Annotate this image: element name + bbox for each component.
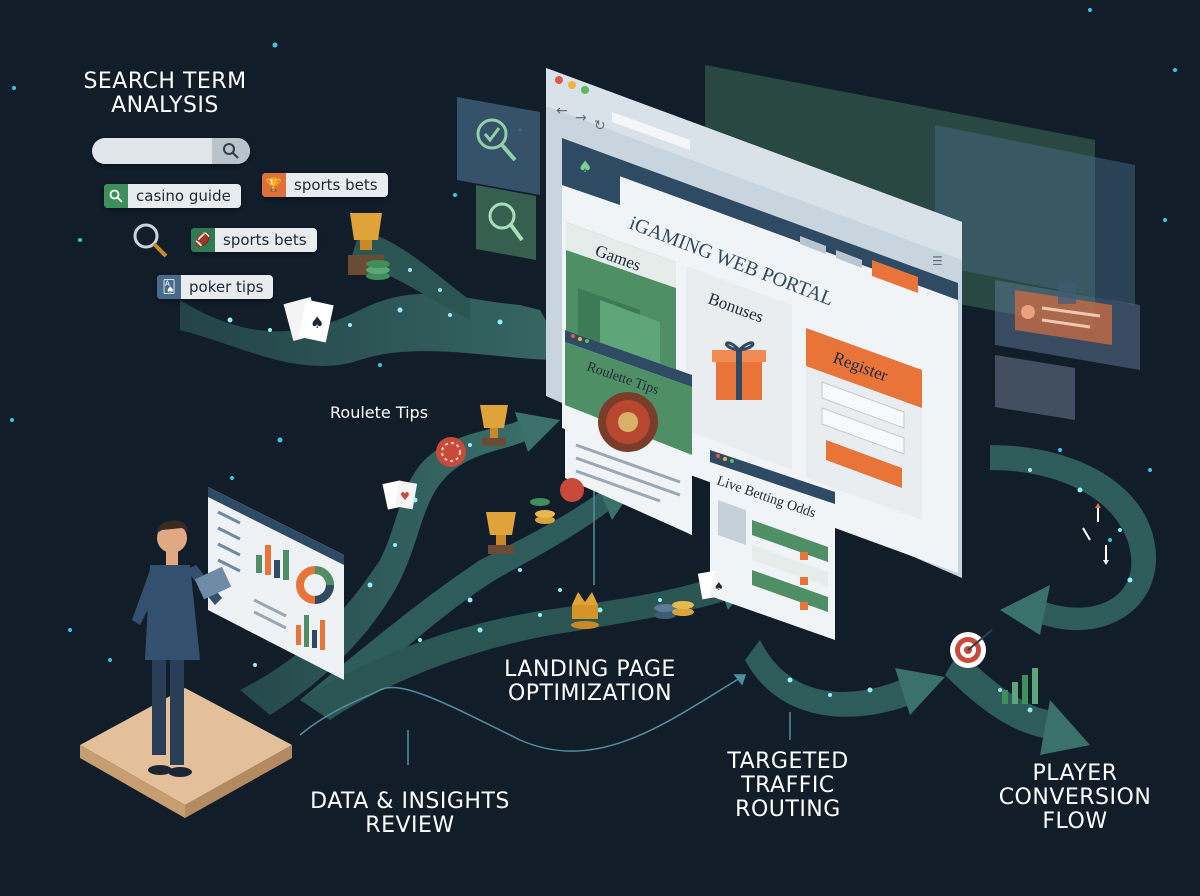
right-loop-path bbox=[990, 445, 1157, 631]
check-magnifier-icon bbox=[476, 118, 517, 162]
chip-casino-guide[interactable]: casino guide bbox=[104, 184, 241, 208]
search-button[interactable] bbox=[212, 138, 250, 164]
data-insights-line-2: REVIEW bbox=[365, 813, 455, 839]
top-search-path bbox=[180, 293, 560, 367]
landing-line-1: LANDING PAGE bbox=[504, 657, 676, 682]
conversion-line-3: FLOW bbox=[1042, 809, 1108, 835]
search-bar[interactable] bbox=[92, 138, 250, 164]
chip-stack-icon bbox=[366, 260, 390, 280]
chip-label: sports bets bbox=[294, 176, 378, 194]
chip-stack-lower-icon bbox=[654, 601, 694, 619]
maximize-dot-icon bbox=[581, 86, 589, 94]
bottom-path bbox=[745, 640, 910, 717]
spade-logo-icon: ♠ bbox=[578, 157, 592, 176]
minimize-dot-icon bbox=[568, 81, 576, 89]
chip-label: casino guide bbox=[136, 187, 231, 205]
landing-page-label: LANDING PAGE OPTIMIZATION bbox=[480, 657, 700, 707]
landing-line-2: OPTIMIZATION bbox=[507, 681, 673, 707]
analyst-platform bbox=[80, 688, 292, 818]
playing-cards-icon: ♠ bbox=[283, 297, 334, 343]
targeted-line-2: TRAFFIC bbox=[741, 773, 835, 799]
svg-text:♠: ♠ bbox=[714, 580, 724, 593]
column-chart-icon bbox=[296, 615, 325, 650]
growth-chart-icon bbox=[1002, 668, 1038, 704]
close-dot-icon bbox=[555, 76, 563, 84]
connector-lines bbox=[299, 490, 791, 765]
donut-chart-icon bbox=[296, 566, 334, 604]
background-stars bbox=[10, 8, 1177, 667]
analytics-dashboard bbox=[208, 487, 344, 680]
svg-text:♠: ♠ bbox=[310, 313, 324, 332]
floating-search-tiles bbox=[457, 97, 540, 260]
tablet-icon bbox=[194, 566, 232, 600]
search-term-analysis-label: SEARCH TERM ANALYSIS bbox=[80, 69, 250, 119]
trophy-small-icon bbox=[480, 405, 508, 446]
search-term-line-2: ANALYSIS bbox=[111, 93, 219, 119]
arrow-right-loop bbox=[1000, 585, 1050, 635]
data-insights-label: DATA & INSIGHTS REVIEW bbox=[290, 789, 530, 839]
reload-icon: ↻ bbox=[594, 118, 606, 134]
arrow-bottom bbox=[895, 668, 945, 715]
forward-arrow-icon: → bbox=[575, 110, 587, 126]
arrow-conversion bbox=[1040, 700, 1090, 755]
search-term-line-1: SEARCH TERM bbox=[83, 69, 247, 94]
targeted-line-1: TARGETED bbox=[727, 749, 849, 774]
back-arrow-icon: ← bbox=[556, 103, 568, 119]
analyst-person bbox=[132, 520, 232, 777]
live-betting-odds-card bbox=[710, 450, 835, 640]
roulette-tips-card bbox=[565, 330, 692, 535]
svg-text:♥: ♥ bbox=[400, 490, 410, 503]
magnifier-standalone-icon bbox=[133, 223, 168, 258]
main-diagonal-path bbox=[240, 420, 528, 715]
targeted-traffic-label: TARGETED TRAFFIC ROUTING bbox=[708, 749, 868, 823]
casino-decorations: ♠ ♥ bbox=[133, 213, 1109, 704]
menu-icon: ☰ bbox=[932, 254, 943, 268]
crown-icon bbox=[571, 592, 599, 629]
chip-poker-tips[interactable]: 🂡 poker tips bbox=[157, 275, 274, 299]
poker-chip-icon bbox=[436, 437, 466, 467]
search-icon bbox=[104, 184, 128, 208]
chip-sports-bets-1[interactable]: 🏆 sports bets bbox=[262, 173, 388, 197]
chip-label: sports bets bbox=[223, 231, 307, 249]
conversion-line-2: CONVERSION bbox=[998, 785, 1152, 811]
lower-path bbox=[300, 575, 728, 720]
chip-label: poker tips bbox=[189, 278, 264, 296]
data-insights-line-1: DATA & INSIGHTS bbox=[310, 789, 510, 814]
cards-icon: 🂡 bbox=[157, 275, 181, 299]
bar-chart-icon bbox=[256, 545, 289, 580]
chip-sports-bets-2[interactable]: 🏈 sports bets bbox=[191, 228, 317, 252]
chip-stack-middle-icon bbox=[530, 478, 584, 524]
search-icon bbox=[223, 143, 239, 159]
magnifier-icon bbox=[488, 202, 524, 242]
top-branch-path bbox=[350, 230, 470, 320]
loop-arrows-icon bbox=[1082, 503, 1109, 565]
trophy-lower-icon bbox=[486, 512, 516, 554]
cards-lower-icon: ♠ bbox=[697, 570, 733, 600]
trophy-icon: 🏆 bbox=[262, 173, 286, 197]
target-icon bbox=[950, 629, 993, 668]
football-icon: 🏈 bbox=[191, 228, 215, 252]
targeted-line-3: ROUTING bbox=[735, 797, 841, 823]
roulete-tips-label: Roulete Tips bbox=[330, 403, 429, 422]
cards-small-icon: ♥ bbox=[382, 480, 418, 510]
player-conversion-label: PLAYER CONVERSION FLOW bbox=[990, 761, 1160, 835]
conversion-line-1: PLAYER bbox=[1032, 761, 1118, 786]
arrow-roulette bbox=[515, 412, 560, 452]
